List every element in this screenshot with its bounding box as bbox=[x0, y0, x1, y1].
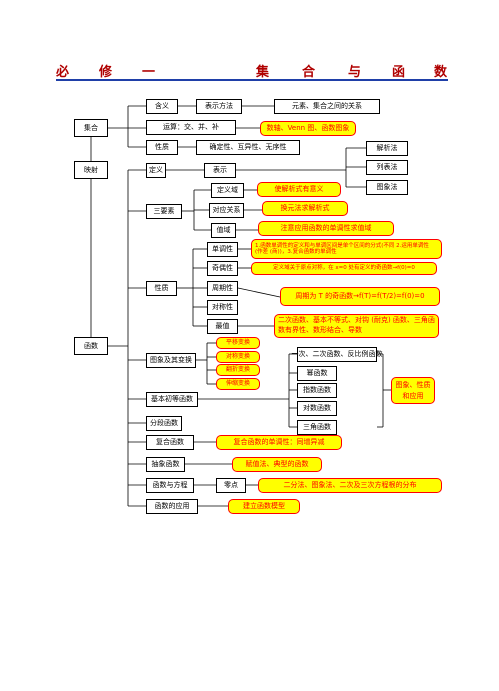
node-element-set-relations: 元素、集合之间的关系 bbox=[274, 99, 380, 114]
title-char: 合 bbox=[302, 65, 316, 80]
node-three-elements: 三要素 bbox=[146, 204, 182, 219]
note-numberline-venn: 数轴、Venn 图、函数图象 bbox=[260, 121, 356, 136]
node-exponential-function: 指数函数 bbox=[297, 383, 337, 398]
note-stretch-transform: 伸缩变换 bbox=[216, 378, 260, 390]
note-extremum: 二次函数、基本不等式、对钩 (耐克) 函数、三角函数有界性、数形结合、导数 bbox=[274, 314, 439, 338]
node-monotonicity: 单调性 bbox=[207, 242, 238, 257]
page-title: 必 修 一 集 合 与 函 数 bbox=[56, 61, 448, 80]
note-parity: 定义域关于原点对称，在 x=0 处有定义的奇函数→f(0)=0 bbox=[251, 262, 437, 275]
node-extremum: 最值 bbox=[207, 319, 238, 334]
note-correspondence: 换元法求解析式 bbox=[262, 201, 348, 216]
node-representation-methods: 表示方法 bbox=[196, 99, 242, 114]
node-function: 函数 bbox=[74, 337, 108, 355]
node-graph-transform: 图象及其变换 bbox=[146, 353, 196, 368]
title-char: 函 bbox=[392, 65, 406, 80]
node-representation: 表示 bbox=[204, 163, 236, 178]
title-char: 集 bbox=[256, 65, 270, 80]
title-char: 数 bbox=[434, 65, 448, 80]
node-power-function: 幂函数 bbox=[297, 366, 337, 381]
node-zero-point: 零点 bbox=[216, 478, 246, 493]
node-function-properties: 性质 bbox=[146, 281, 177, 296]
note-graph-properties-use: 图象、性质和应用 bbox=[391, 377, 435, 404]
node-correspondence: 对应关系 bbox=[209, 203, 244, 218]
node-definition: 定义 bbox=[146, 163, 166, 178]
node-meaning: 含义 bbox=[146, 99, 178, 114]
node-domain: 定义域 bbox=[211, 183, 244, 198]
node-table-method: 列表法 bbox=[366, 160, 408, 175]
node-graph-method: 图象法 bbox=[366, 180, 408, 195]
node-linear-quadratic: 一次、二次函数、反比例函数 bbox=[292, 347, 383, 362]
node-piecewise: 分段函数 bbox=[146, 416, 182, 431]
note-model: 建立函数模型 bbox=[228, 499, 300, 514]
node-analytic-method: 解析法 bbox=[366, 141, 408, 156]
node-set-properties: 性质 bbox=[146, 140, 178, 155]
note-translation: 平移变换 bbox=[216, 337, 260, 349]
node-abstract: 抽象函数 bbox=[146, 457, 185, 472]
node-composite: 复合函数 bbox=[146, 435, 194, 450]
node-range: 值域 bbox=[211, 223, 236, 238]
node-application: 函数的应用 bbox=[146, 499, 198, 514]
title-char: 一 bbox=[142, 65, 156, 80]
node-parity: 奇偶性 bbox=[207, 261, 238, 276]
note-symmetry-transform: 对称变换 bbox=[216, 351, 260, 363]
node-trig-function: 三角函数 bbox=[297, 420, 337, 435]
node-symmetry: 对称性 bbox=[207, 300, 238, 315]
title-underline bbox=[56, 79, 448, 81]
note-monotonicity: 1.函数单调性的定义和与单调区间是单个区间的分式(不同 2.运用单调性 (作差 … bbox=[251, 239, 442, 259]
title-char: 与 bbox=[348, 65, 362, 80]
note-periodicity: 周期为 T 的奇函数→f(T)=f(T/2)=f(0)=0 bbox=[280, 287, 440, 306]
note-flip-transform: 翻折变换 bbox=[216, 364, 260, 376]
node-determinacy: 确定性、互异性、无序性 bbox=[196, 140, 300, 155]
node-equation: 函数与方程 bbox=[146, 478, 194, 493]
note-abstract: 赋值法、典型的函数 bbox=[232, 457, 322, 472]
note-range: 注意应用函数的单调性求值域 bbox=[258, 221, 394, 236]
note-domain: 使解析式有意义 bbox=[257, 182, 341, 197]
node-elementary-functions: 基本初等函数 bbox=[146, 392, 198, 407]
note-composite: 复合函数的单调性：同增异减 bbox=[216, 435, 342, 450]
note-zero-point: 二分法、图象法、二次及三次方程根的分布 bbox=[258, 478, 442, 493]
title-char: 必 bbox=[56, 65, 70, 80]
node-mapping: 映射 bbox=[74, 161, 108, 179]
node-periodicity: 周期性 bbox=[207, 281, 238, 296]
title-char: 修 bbox=[99, 65, 113, 80]
node-log-function: 对数函数 bbox=[297, 401, 337, 416]
node-sets: 集合 bbox=[74, 119, 108, 137]
node-set-operations: 运算：交、并、补 bbox=[146, 120, 236, 135]
